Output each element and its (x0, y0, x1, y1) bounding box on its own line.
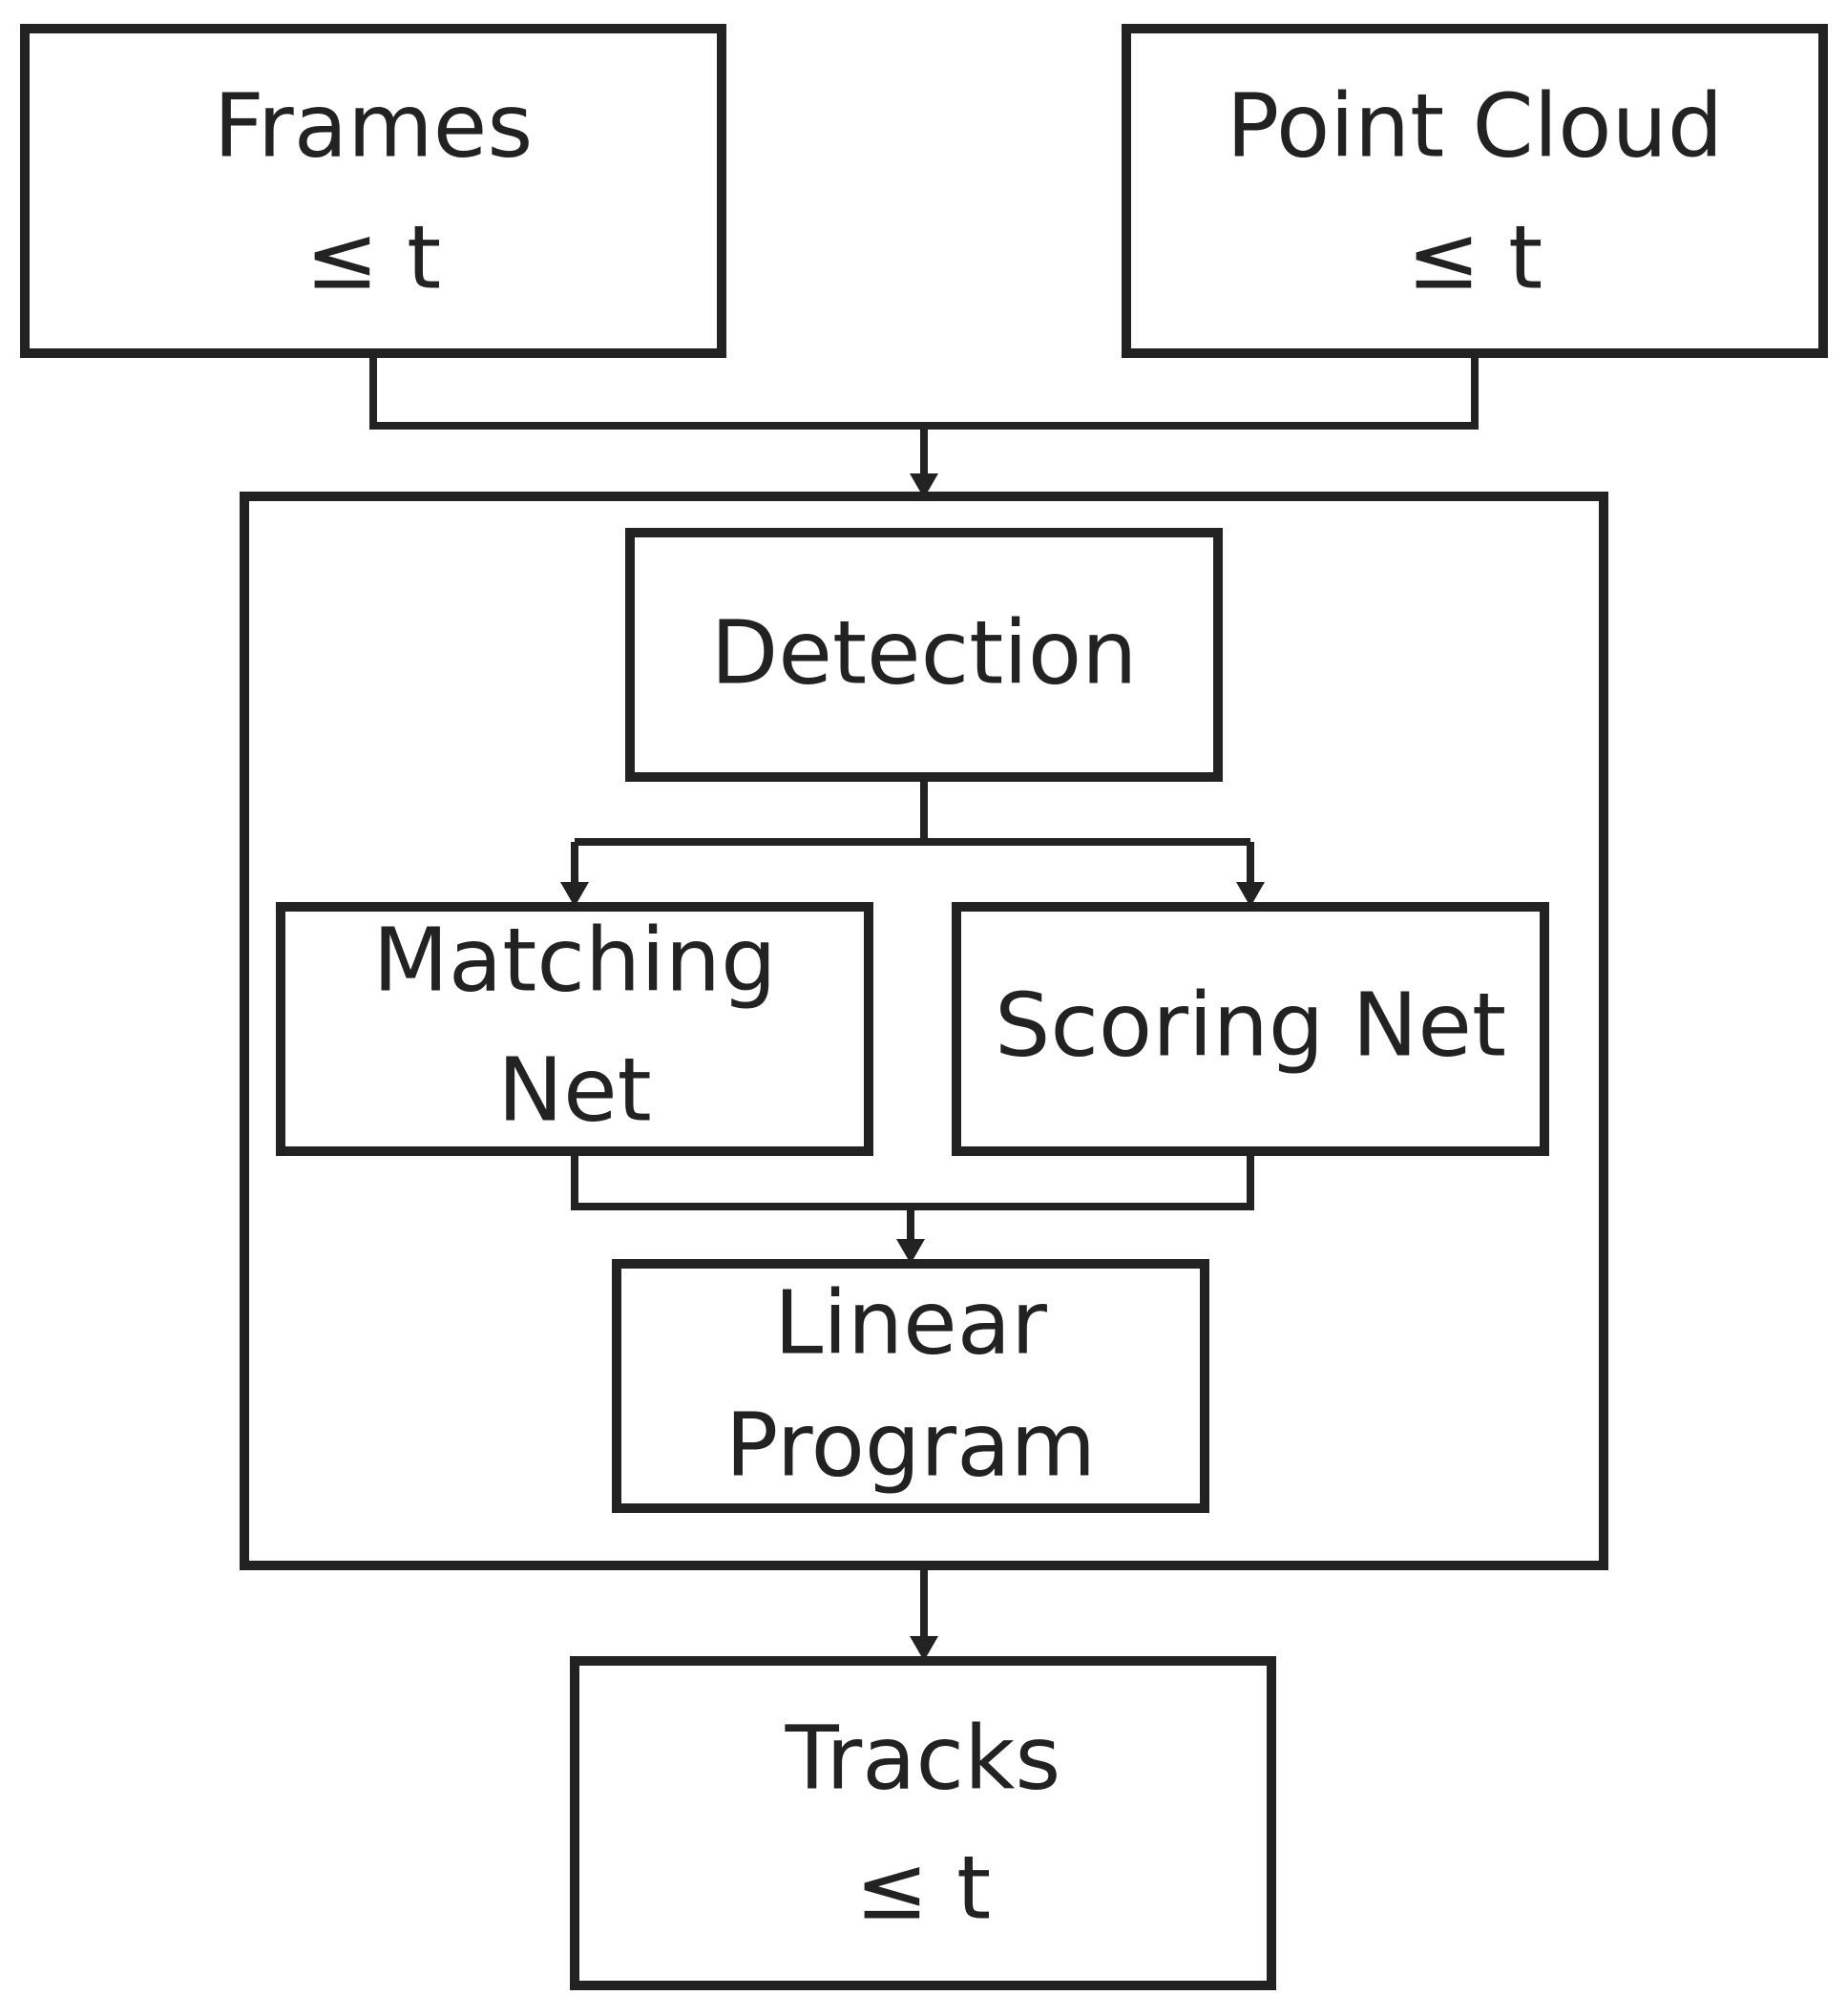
matching-net-label-2: Net (497, 1039, 652, 1141)
point-cloud-node: Point Cloud ≤ t (1122, 24, 1828, 358)
frames-node: Frames ≤ t (20, 24, 726, 358)
linear-program-label-2: Program (725, 1394, 1096, 1496)
tracks-node: Tracks ≤ t (570, 1656, 1276, 1990)
matching-net-node: Matching Net (276, 902, 873, 1156)
linear-program-label: Linear (774, 1271, 1047, 1374)
linear-program-node: Linear Program (612, 1259, 1209, 1513)
point-cloud-time-label: ≤ t (1407, 206, 1543, 308)
inputs-merge-connector (369, 353, 1479, 430)
point-cloud-box (1122, 24, 1828, 358)
scoring-net-label: Scoring Net (995, 974, 1506, 1076)
frames-box (20, 24, 726, 358)
tracks-label: Tracks (785, 1707, 1061, 1809)
detection-label: Detection (711, 601, 1138, 704)
nets-merge-connector (571, 1151, 1254, 1210)
scoring-net-node: Scoring Net (952, 902, 1549, 1156)
frames-time-label: ≤ t (305, 206, 441, 308)
linear-program-box (612, 1259, 1209, 1513)
linear-program-input-arrowhead (896, 1239, 925, 1264)
tracks-input-arrowhead (910, 1636, 938, 1661)
detection-box (625, 528, 1223, 782)
point-cloud-label: Point Cloud (1227, 74, 1723, 177)
frames-label: Frames (214, 74, 534, 177)
matching-net-label: Matching (373, 909, 777, 1011)
pipeline-input-arrowhead (910, 473, 938, 498)
tracks-box (570, 1656, 1276, 1990)
matching-input-arrowhead (560, 882, 589, 907)
detection-split-connector (575, 777, 1250, 846)
scoring-input-arrowhead (1236, 882, 1265, 907)
detection-node: Detection (625, 528, 1223, 782)
tracks-time-label: ≤ t (855, 1837, 991, 1939)
